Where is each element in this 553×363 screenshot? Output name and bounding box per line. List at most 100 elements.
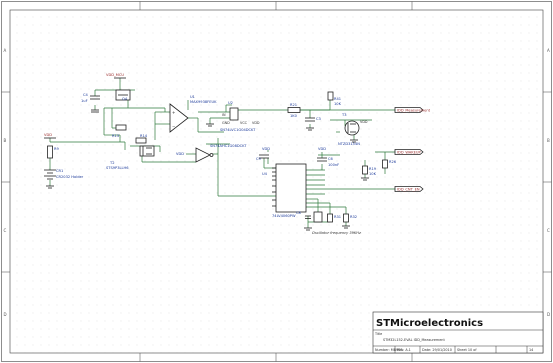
label-u2: U2 [228,101,233,105]
mosfet-t3 [344,120,360,136]
label-vdd-t3: VDD [360,120,368,124]
label-vdd-mcu: VDD_MCU [106,73,124,77]
label-vdd-chip: VDD [262,147,270,151]
sheet-total-field: 14 [529,348,533,352]
ground-symbols [46,111,369,231]
label-c6-value: 100nF [328,163,339,167]
label-r14: R14 [140,134,148,138]
label-u4: U4 [262,172,268,176]
port-vdd-measurement [394,107,424,113]
oscillator-note: Oscillator frequency 39KHz [312,231,361,235]
label-r32: R32 [350,215,357,219]
label-t3: T3 [341,113,346,117]
label-u1-part: MAX9938FEUK [190,100,217,104]
label-vdd-buf: VDD [176,152,184,156]
components: + − [44,77,424,231]
label-c3: C3 [316,117,321,121]
label-r9: R9 [54,147,59,151]
number-field: Number: MB963 [375,348,403,352]
svg-text:A: A [4,48,7,53]
title-block: STMicroelectronics Title STM32L152-EVAL … [372,311,544,354]
label-r41: R41 [334,97,341,101]
port-label-vdd-measurement: IDD_Measurement [397,109,431,113]
svg-text:B: B [4,138,7,143]
label-t2-part: STS9P3LLH6 [106,166,129,170]
label-r19-value: 10K [369,172,377,176]
battery-cr1 [44,169,56,180]
resistor-r41 [327,91,334,101]
label-t2: T2 [109,161,114,165]
label-u3-part: SN74AHC1G08DCKT [210,144,247,148]
transistor-q4 [115,89,131,101]
svg-text:B: B [547,138,550,143]
label-u2-part: SN74LVC1G04DCKT [220,128,256,132]
label-pin-in: IN [222,113,226,117]
label-t3-part: NTZD3154N [338,142,360,146]
label-vdd-left: VDD [44,133,52,137]
svg-text:C: C [547,228,550,233]
title-value: STM32L152-EVAL IDD_Measurement [383,338,445,342]
label-pin-vcc: VCC [240,121,248,125]
resistor-r31 [327,213,333,223]
sheet-field: Sheet 10 of [457,348,477,352]
label-r41-value: 10K [334,102,342,106]
svg-text:−: − [172,124,175,129]
label-c4-value: 1uF [81,99,88,103]
label-vdd-c6: VDD [318,147,326,151]
voltage-reference-u2 [229,107,239,121]
capacitor-c8 [305,215,311,219]
label-cr1: CR1 [56,169,63,173]
port-i2c-wakeup [394,149,424,155]
label-c9: C9 [256,157,262,161]
capacitor-c9 [259,154,269,159]
capacitor-c6 [317,157,327,162]
op-amp-u1 [169,103,189,133]
svg-text:A: A [547,48,550,53]
port-label-i2c-wakeup: IDD_WAKEUP [397,151,421,155]
resistor-r14 [135,137,147,144]
port-i2c-cnt-en [394,186,424,192]
resistor-r19 [362,165,368,175]
label-r21: R21 [290,103,297,107]
label-r13: R13 [112,134,119,138]
resistor-r32 [343,213,349,223]
label-c8: C8 [296,211,302,215]
date-field: Date: 29/01/2010 [422,348,452,352]
label-c4: C4 [83,93,89,97]
label-cr1-part: CR2032 Holder [56,175,84,179]
svg-text:C: C [4,228,7,233]
resistor-r13 [115,124,127,131]
crystal-x1 [313,211,323,223]
capacitor-c3 [305,117,315,122]
component-labels: VDD_MCU C4 1uF Q4 U1 MAX9938FEUK U2 IN G… [44,73,431,235]
label-vdd-small: VDD [252,121,260,125]
label-u4-part: 74LV4060PW [272,214,296,218]
mosfet-t2 [139,145,155,157]
inner-frame [9,9,544,354]
buffer-u3 [195,147,211,163]
resistor-r26 [382,159,388,169]
counter-u4 [272,163,307,213]
label-q4: Q4 [122,97,128,101]
label-r26: R26 [389,160,397,164]
revision-field: Rev: A.1 [397,348,411,352]
label-c6: C6 [328,157,334,161]
resistor-r21 [287,107,301,113]
svg-text:D: D [547,312,550,317]
label-r21-value: 1K0 [290,114,298,118]
company-name: STMicroelectronics [376,318,483,329]
svg-text:D: D [4,312,7,317]
svg-text:+: + [172,110,175,115]
label-u1: U1 [190,95,195,99]
label-r31: R31 [334,215,341,219]
resistor-r9 [47,145,53,159]
title-caption: Title [374,332,382,336]
wires [49,78,395,228]
label-r19: R19 [369,167,377,171]
port-label-i2c-cnt-en: IDD_CNT_EN [397,188,420,192]
label-pin-gnd: GND [222,121,230,125]
